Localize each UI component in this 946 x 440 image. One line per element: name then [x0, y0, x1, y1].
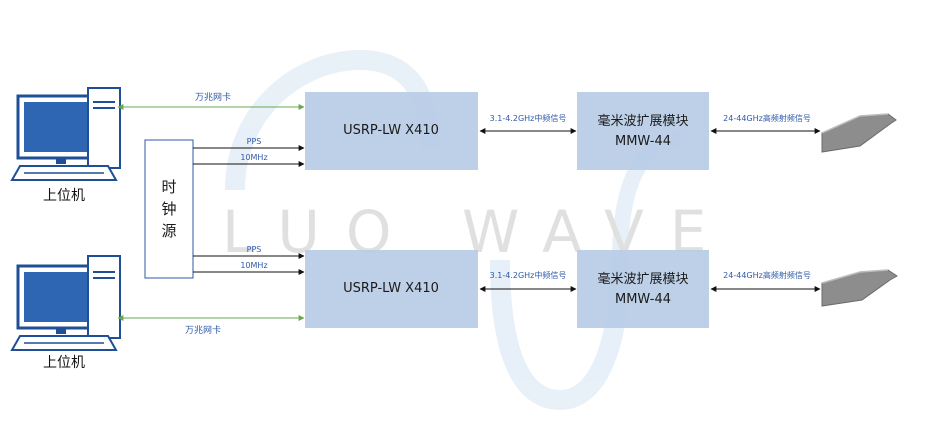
clock-char-1: 时	[161, 178, 176, 196]
horn-antenna-icon	[821, 113, 897, 153]
pps-label-top: PPS	[247, 137, 262, 146]
mmw-module-top: 毫米波扩展模块 MMW-44	[577, 92, 709, 170]
ref10-label-bottom: 10MHz	[240, 261, 267, 270]
clock-source: 时 钟 源	[144, 139, 194, 279]
rf-label-top: 24-44GHz高频射频信号	[723, 113, 811, 123]
mmw-module-bottom: 毫米波扩展模块 MMW-44	[577, 250, 709, 328]
ref10-label-top: 10MHz	[240, 153, 267, 162]
link-10g-bottom: 万兆网卡	[117, 315, 305, 336]
computer-icon	[10, 87, 121, 181]
rf-link-top: 24-44GHz高频射频信号	[710, 113, 821, 134]
usrp-label-top: USRP-LW X410	[343, 123, 439, 138]
usrp-bottom: USRP-LW X410	[305, 250, 478, 328]
pc-top: 上位机	[10, 87, 121, 204]
clock-links-top: PPS 10MHz	[193, 137, 305, 167]
clock-char-2: 钟	[161, 200, 176, 218]
link-10g-label-top: 万兆网卡	[195, 91, 231, 103]
if-link-top: 3.1-4.2GHz中频信号	[479, 113, 577, 134]
pc-label-top: 上位机	[43, 188, 85, 204]
mmw-line2-bottom: MMW-44	[615, 292, 671, 307]
pc-label-bottom: 上位机	[43, 355, 85, 371]
link-10g-top: 万兆网卡	[117, 91, 305, 110]
computer-icon	[10, 255, 121, 351]
usrp-top: USRP-LW X410	[305, 92, 478, 170]
usrp-label-bottom: USRP-LW X410	[343, 281, 439, 296]
clock-char-3: 源	[161, 222, 176, 240]
if-link-bottom: 3.1-4.2GHz中频信号	[479, 270, 577, 292]
rf-label-bottom: 24-44GHz高频射频信号	[723, 270, 811, 280]
pps-label-bottom: PPS	[247, 245, 262, 254]
rf-link-bottom: 24-44GHz高频射频信号	[710, 270, 821, 292]
link-10g-label-bottom: 万兆网卡	[185, 324, 221, 336]
if-label-bottom: 3.1-4.2GHz中频信号	[490, 270, 567, 280]
pc-bottom: 上位机	[10, 255, 121, 371]
mmw-line1-top: 毫米波扩展模块	[597, 113, 688, 129]
clock-links-bottom: PPS 10MHz	[193, 245, 305, 275]
mmw-line1-bottom: 毫米波扩展模块	[597, 271, 688, 287]
if-label-top: 3.1-4.2GHz中频信号	[490, 113, 567, 123]
mmw-line2-top: MMW-44	[615, 134, 671, 149]
horn-antenna-icon	[821, 269, 898, 307]
